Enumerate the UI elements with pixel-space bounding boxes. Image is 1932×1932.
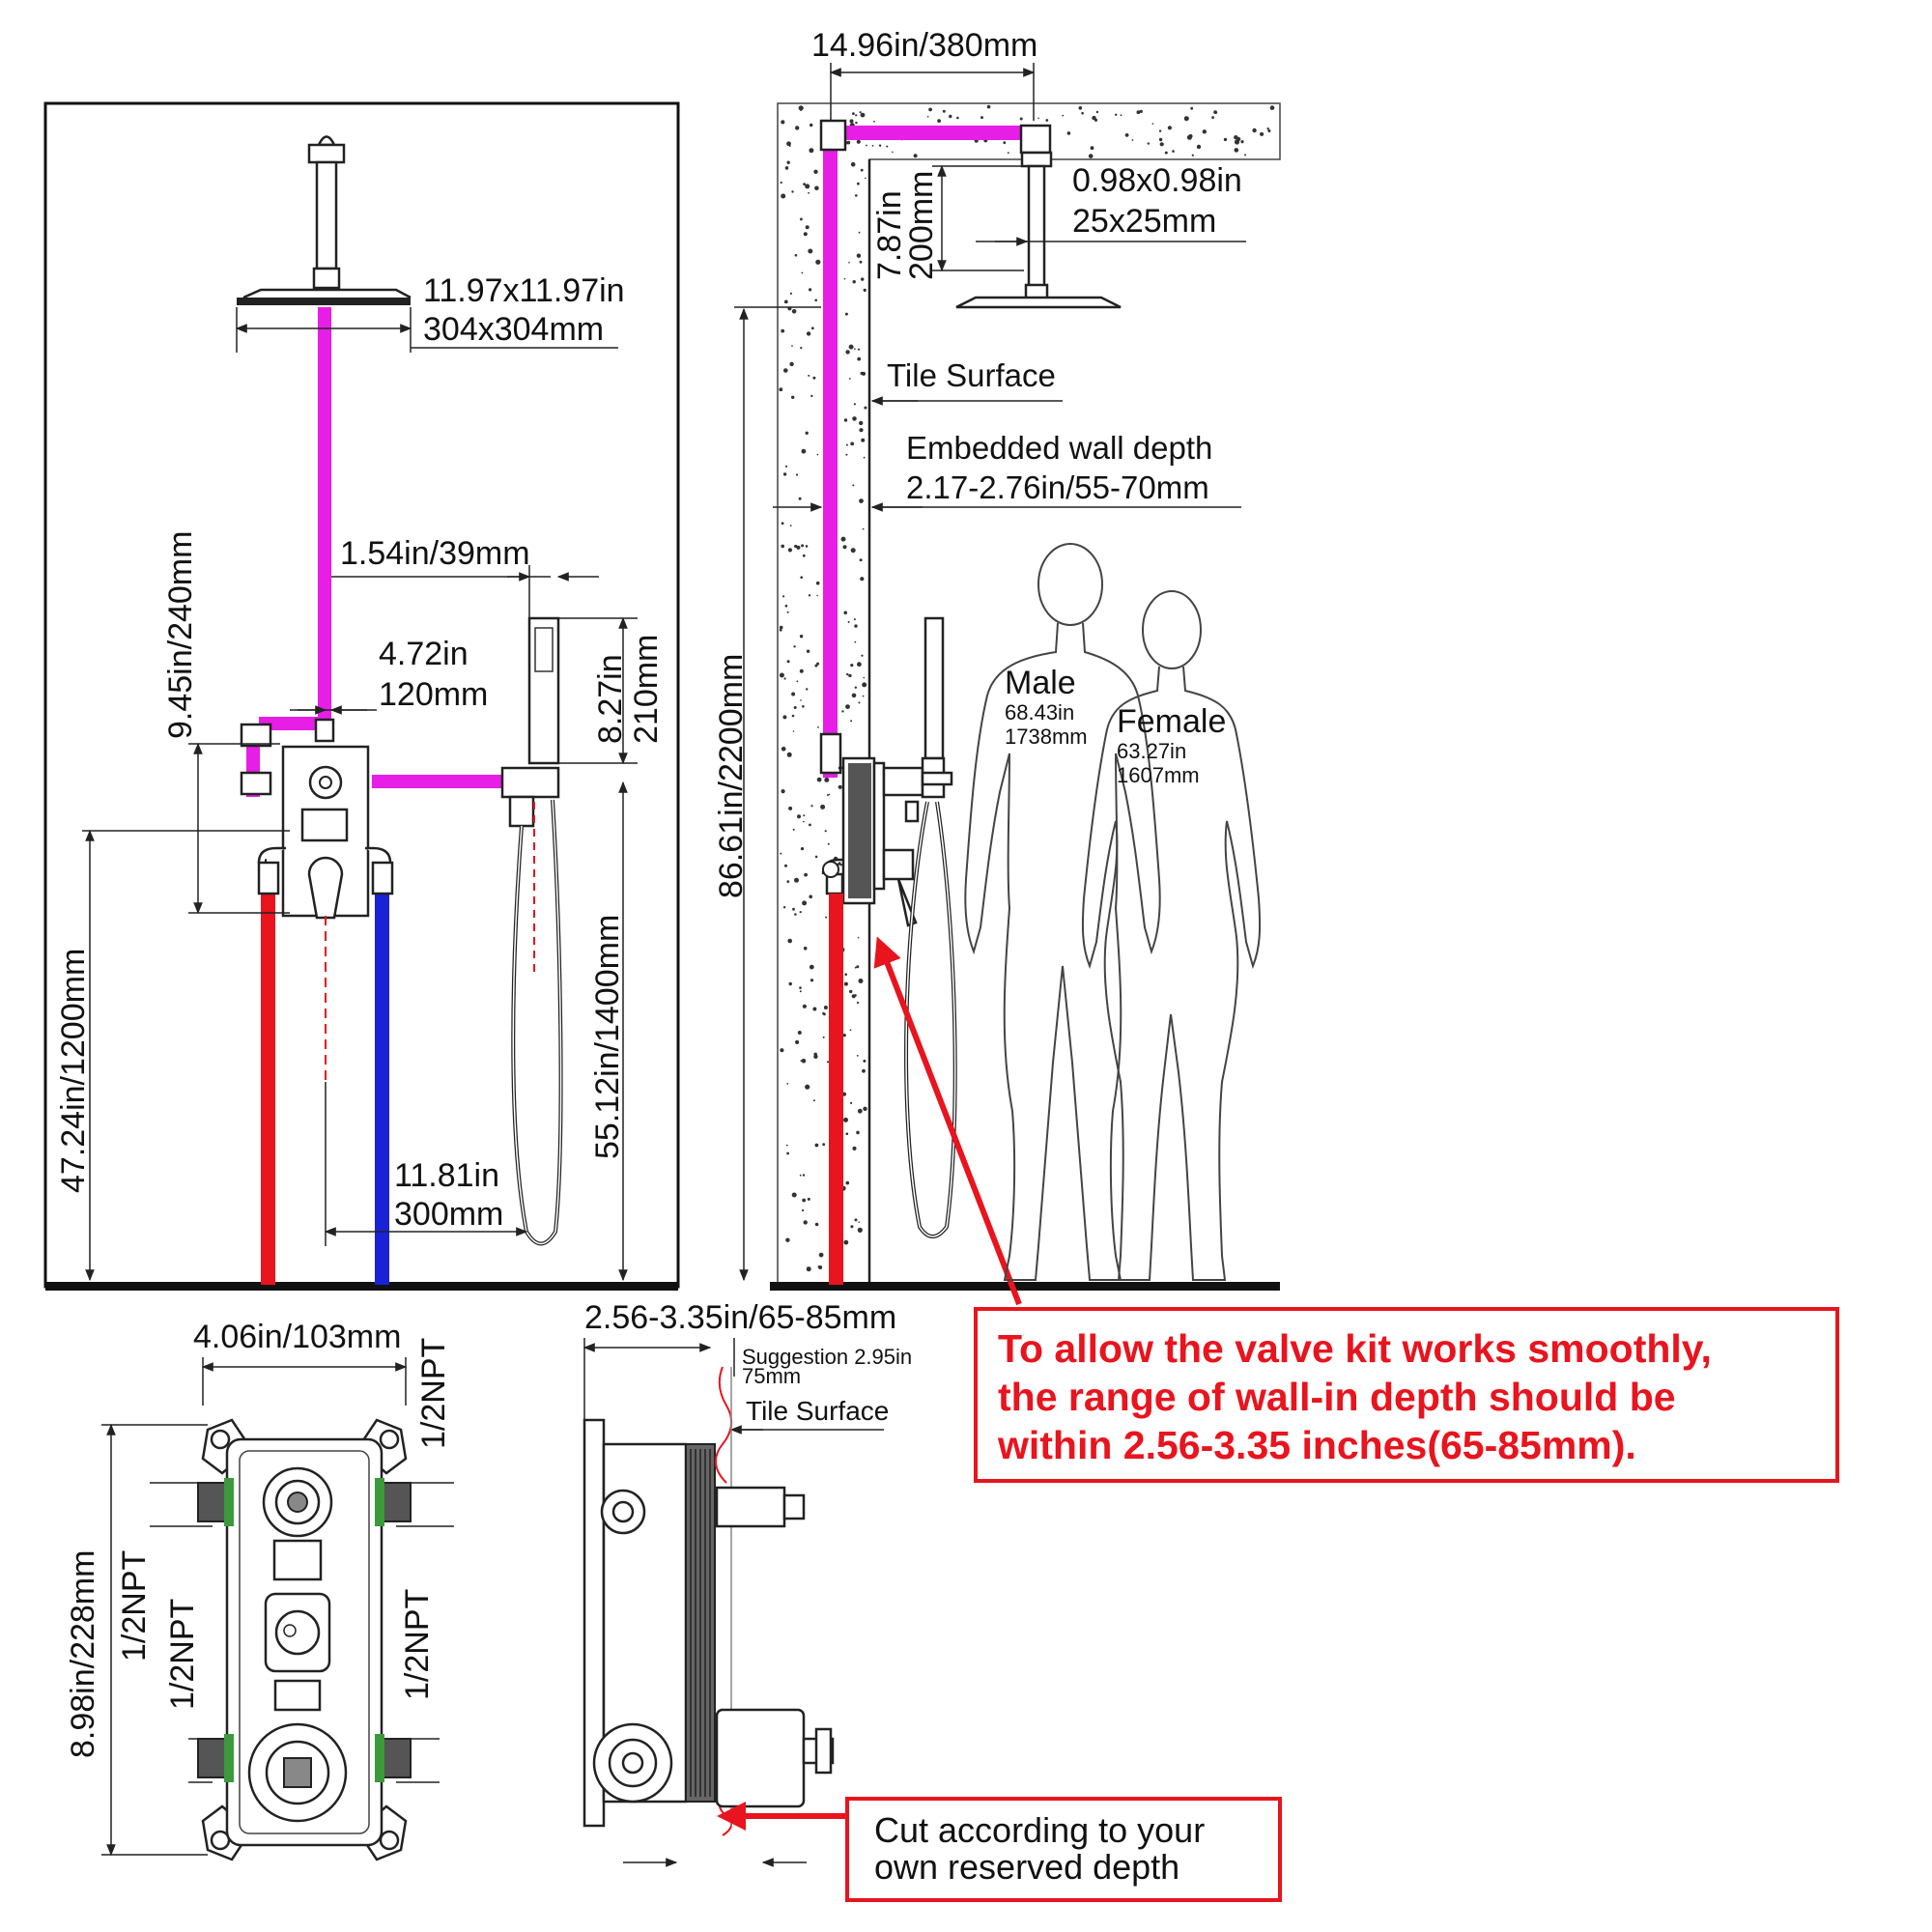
npt-label-top: 1/2NPT — [415, 1338, 452, 1449]
female-silhouette — [1081, 590, 1262, 1281]
cut-note-box — [845, 1797, 1282, 1902]
cut-note-line-2: own reserved depth — [874, 1847, 1179, 1887]
male-label: Male — [1005, 665, 1076, 701]
valve-to-pipe-dimension: 9.45in/240mm — [162, 531, 199, 739]
warning-line-1: To allow the valve kit works smoothly, — [998, 1326, 1712, 1371]
offset-dimension: 1.54in/39mm — [340, 535, 530, 572]
male-height-mm: 1738mm — [1005, 724, 1088, 749]
valve-height-dimension: 8.98in/228mm — [65, 1550, 101, 1758]
cut-note-line-1: Cut according to your — [874, 1810, 1205, 1850]
mixed-water-pipe — [318, 307, 331, 732]
side-floor — [770, 1282, 1280, 1291]
wall-depth-range: 2.56-3.35in/65-85mm — [584, 1299, 896, 1336]
male-height-in: 68.43in — [1005, 700, 1074, 724]
shower-head-size-mm: 304x304mm — [423, 311, 604, 348]
holder-height-dimension: 55.12in/1400mm — [589, 915, 626, 1159]
shower-head-size-in: 11.97x11.97in — [423, 272, 625, 309]
pipe-spacing-in: 11.81in — [394, 1157, 499, 1194]
warning-arrow — [873, 936, 1022, 1306]
female-label: Female — [1117, 703, 1226, 740]
npt-label-left-2: 1/2NPT — [164, 1599, 201, 1710]
flange-size-mm: 25x25mm — [1072, 203, 1216, 240]
warning-line-3: within 2.56-3.35 inches(65-85mm). — [997, 1423, 1636, 1467]
side-view: 14.96in/380mm 7.87in 200mm 0.98x0.98in 2… — [713, 27, 1281, 1306]
suggestion-depth-in: Suggestion 2.95in — [742, 1345, 912, 1369]
mixing-valve-front — [281, 745, 370, 920]
front-floor — [45, 1282, 678, 1291]
valve-body-front: 4.06in/103mm 8.98in/228mm — [65, 1319, 454, 1861]
arm-length-dimension: 14.96in/380mm — [811, 27, 1037, 64]
tile-surface-label: Tile Surface — [887, 357, 1056, 393]
male-silhouette — [964, 543, 1161, 1281]
drop-mm: 200mm — [903, 171, 940, 280]
flange-size-in: 0.98x0.98in — [1072, 162, 1242, 199]
total-height-dimension: 86.61in/2200mm — [713, 654, 750, 898]
hot-water-pipe — [261, 894, 275, 1285]
npt-label-left-1: 1/2NPT — [116, 1550, 153, 1662]
embedded-depth-title: Embedded wall depth — [906, 430, 1212, 466]
hand-shower — [500, 616, 563, 1246]
handheld-height-mm: 210mm — [628, 635, 665, 744]
valve-height-dimension: 47.24in/1200mm — [55, 949, 92, 1193]
handheld-height-in: 8.27in — [592, 654, 629, 744]
handheld-supply-pipe — [372, 775, 502, 788]
rain-shower-head — [237, 135, 412, 305]
valve-body-side: 2.56-3.35in/65-85mm Suggestion 2.95in 75… — [582, 1299, 912, 1867]
front-view: 11.97x11.97in 304x304mm 1.54in/39mm 4.72… — [43, 101, 680, 1291]
embedded-depth-value: 2.17-2.76in/55-70mm — [906, 469, 1209, 505]
suggestion-depth-mm: 75mm — [742, 1364, 801, 1388]
female-height-in: 63.27in — [1117, 739, 1186, 763]
valve-to-arm-mm: 120mm — [379, 676, 488, 713]
female-height-mm: 1607mm — [1117, 763, 1200, 787]
warning-box — [974, 1307, 1839, 1483]
npt-label-right: 1/2NPT — [399, 1589, 436, 1700]
valve-to-arm-in: 4.72in — [379, 636, 469, 672]
cold-water-pipe — [375, 894, 389, 1285]
warning-line-2: the range of wall-in depth should be — [998, 1375, 1676, 1419]
valve-tile-surface-label: Tile Surface — [746, 1396, 889, 1426]
pipe-spacing-mm: 300mm — [394, 1196, 503, 1233]
drop-in: 7.87in — [871, 190, 908, 280]
valve-width-dimension: 4.06in/103mm — [193, 1319, 401, 1355]
